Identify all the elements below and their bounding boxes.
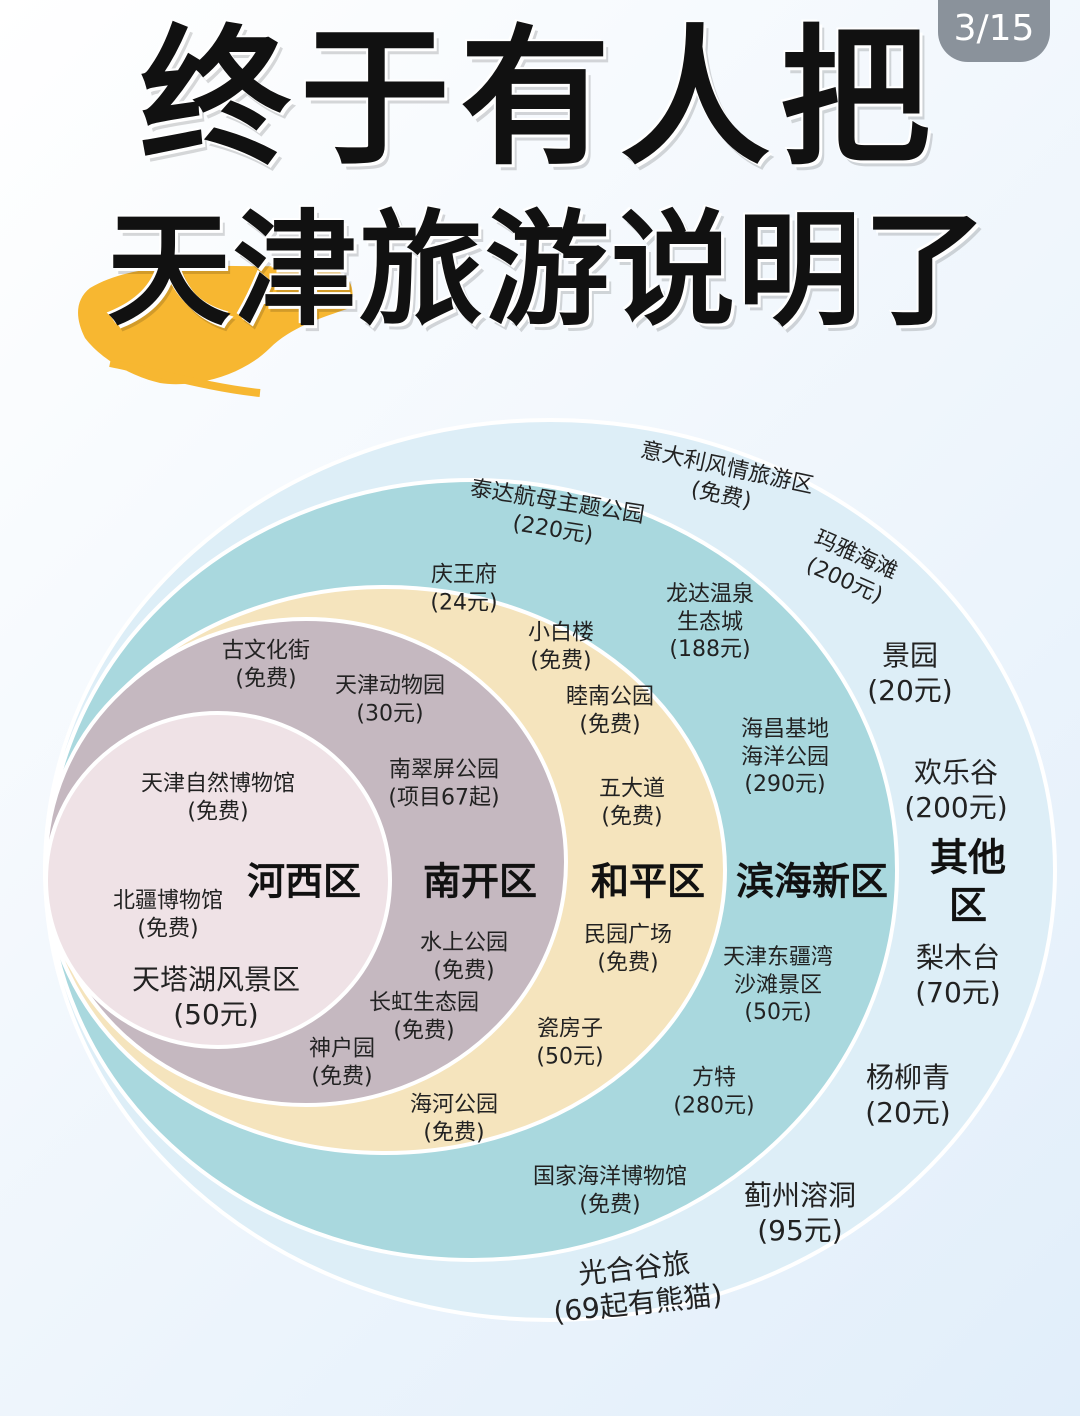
attraction-label: 睦南公园 (免费) [565,684,655,738]
attraction-label: 方特 (280元) [673,1065,755,1119]
attraction-label: 瓷房子 (50元) [536,1016,604,1070]
attraction-label: 海昌基地 海洋公园 (290元) [740,716,830,797]
attraction-label: 天津动物园 (30元) [334,673,446,727]
attraction-label: 梨木台 (70元) [915,941,1001,1009]
attraction-label: 杨柳青 (20元) [865,1061,951,1129]
district-name-heping: 和平区 [590,859,706,904]
attraction-label: 长虹生态园 (免费) [368,990,480,1044]
district-name-binhai: 滨海新区 [735,859,889,904]
attraction-label: 海河公园 (免费) [409,1092,499,1146]
attraction-label: 古文化街 (免费) [221,638,311,692]
attraction-label: 南翠屏公园 (项目67起) [388,757,500,811]
attraction-label: 民园广场 (免费) [583,922,673,976]
attraction-label: 庆王府 (24元) [430,562,498,616]
attraction-label: 景园 (20元) [867,639,953,707]
attraction-label: 龙达温泉 生态城 (188元) [665,581,755,662]
attraction-label: 北疆博物馆 (免费) [112,888,224,942]
title-highlight-brush [78,265,353,397]
attraction-label: 小白楼 (免费) [527,620,595,674]
attraction-label: 天津东疆湾 沙滩景区 (50元) [722,944,834,1025]
attraction-label: 蓟州溶洞 (95元) [743,1179,857,1247]
attraction-label: 五大道 (免费) [598,776,666,830]
district-name-nankai: 南开区 [422,859,538,904]
attraction-label: 水上公园 (免费) [419,930,509,984]
page-indicator-badge: 3/15 [938,0,1050,62]
title-line-2: 天津旅游说明了 [106,199,989,343]
attraction-label: 天塔湖风景区 (50元) [131,963,301,1031]
ring-hexi-district [44,711,392,1049]
attraction-label: 天津自然博物馆 (免费) [140,771,296,825]
district-name-other: 其他区 [929,835,1006,928]
attraction-label: 国家海洋博物馆 (免费) [532,1164,688,1218]
district-name-hexi: 河西区 [246,859,362,904]
attraction-label: 神户园 (免费) [308,1036,376,1090]
title-line-1: 终于有人把 [139,12,940,186]
attraction-label: 欢乐谷 (200元) [904,756,1008,824]
